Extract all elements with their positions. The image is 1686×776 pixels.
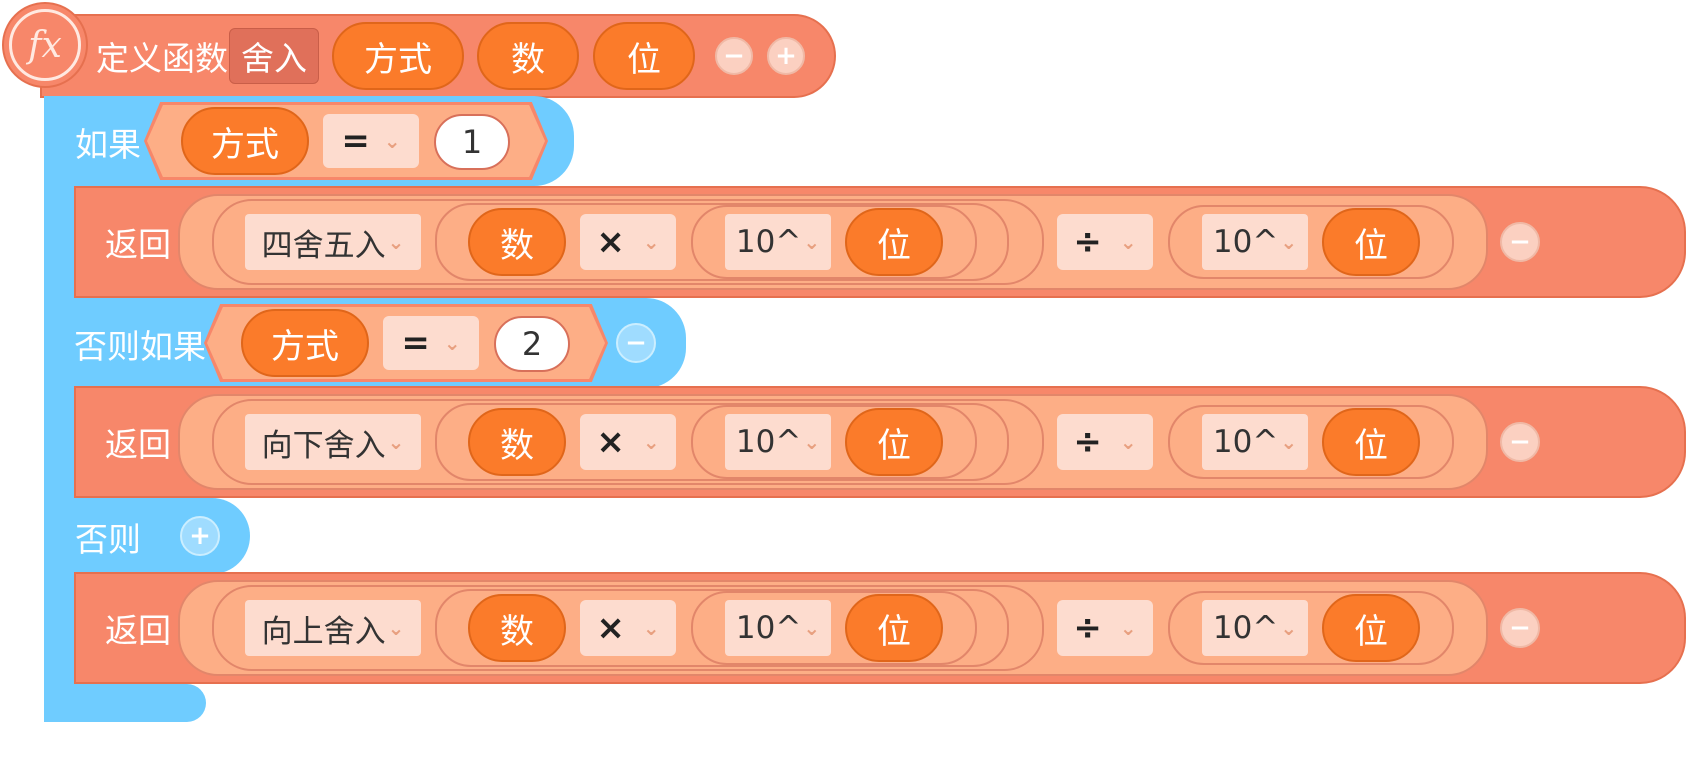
multiply-operator[interactable]: × ⌄ bbox=[580, 214, 676, 270]
else-label: 否则 bbox=[75, 520, 141, 559]
multiply-symbol: × bbox=[596, 422, 625, 462]
chevron-down-icon: ⌄ bbox=[1119, 430, 1137, 454]
return-label: 返回 bbox=[105, 225, 171, 264]
condition-1-value[interactable]: 1 bbox=[434, 114, 510, 170]
remove-return-button[interactable]: − bbox=[1500, 422, 1540, 462]
power-dropdown[interactable]: 10^ ⌄ bbox=[725, 414, 831, 470]
power-dropdown-2[interactable]: 10^ ⌄ bbox=[1202, 214, 1308, 270]
digits-variable[interactable]: 位 bbox=[845, 408, 943, 476]
condition-1-variable[interactable]: 方式 bbox=[181, 107, 309, 175]
power-label: 10^ bbox=[735, 424, 802, 460]
equals-symbol: = bbox=[401, 323, 430, 363]
condition-1-operator[interactable]: = ⌄ bbox=[323, 114, 419, 168]
add-param-button[interactable]: + bbox=[767, 37, 805, 75]
multiply-operator[interactable]: × ⌄ bbox=[580, 414, 676, 470]
if-label: 如果 bbox=[75, 125, 141, 164]
divide-symbol: ÷ bbox=[1073, 422, 1102, 462]
chevron-down-icon: ⌄ bbox=[1280, 430, 1298, 454]
power-label-2: 10^ bbox=[1212, 424, 1279, 460]
divide-operator[interactable]: ÷ ⌄ bbox=[1057, 214, 1153, 270]
define-function-label: 定义函数 bbox=[96, 39, 228, 78]
chevron-down-icon: ⌄ bbox=[803, 616, 821, 640]
chevron-down-icon: ⌄ bbox=[1280, 230, 1298, 254]
number-variable[interactable]: 数 bbox=[468, 208, 566, 276]
add-elseif-button[interactable]: + bbox=[180, 516, 220, 556]
power-dropdown[interactable]: 10^ ⌄ bbox=[725, 214, 831, 270]
fx-icon: fx bbox=[9, 9, 81, 81]
param-pill-digits[interactable]: 位 bbox=[593, 22, 695, 90]
divide-symbol: ÷ bbox=[1073, 608, 1102, 648]
param-pill-number[interactable]: 数 bbox=[477, 22, 579, 90]
chevron-down-icon: ⌄ bbox=[642, 430, 660, 454]
elseif-label: 否则如果 bbox=[74, 327, 206, 366]
remove-return-button[interactable]: − bbox=[1500, 608, 1540, 648]
chevron-down-icon: ⌄ bbox=[642, 230, 660, 254]
multiply-operator[interactable]: × ⌄ bbox=[580, 600, 676, 656]
power-label-2: 10^ bbox=[1212, 610, 1279, 646]
rounding-function-label: 向上舍入 bbox=[261, 613, 386, 650]
if-block-end-cap bbox=[44, 684, 206, 722]
param-pill-mode[interactable]: 方式 bbox=[332, 22, 464, 90]
digits-variable-2[interactable]: 位 bbox=[1322, 408, 1420, 476]
chevron-down-icon: ⌄ bbox=[387, 616, 405, 640]
power-dropdown-2[interactable]: 10^ ⌄ bbox=[1202, 600, 1308, 656]
digits-variable-2[interactable]: 位 bbox=[1322, 208, 1420, 276]
rounding-function-dropdown[interactable]: 向上舍入 ⌄ bbox=[245, 600, 421, 656]
chevron-down-icon: ⌄ bbox=[642, 616, 660, 640]
rounding-function-dropdown[interactable]: 四舍五入 ⌄ bbox=[245, 214, 421, 270]
digits-variable[interactable]: 位 bbox=[845, 208, 943, 276]
divide-operator[interactable]: ÷ ⌄ bbox=[1057, 414, 1153, 470]
chevron-down-icon: ⌄ bbox=[803, 430, 821, 454]
number-variable[interactable]: 数 bbox=[468, 594, 566, 662]
chevron-down-icon: ⌄ bbox=[383, 129, 401, 153]
multiply-symbol: × bbox=[596, 222, 625, 262]
condition-2-value[interactable]: 2 bbox=[494, 316, 570, 372]
chevron-down-icon: ⌄ bbox=[387, 430, 405, 454]
chevron-down-icon: ⌄ bbox=[803, 230, 821, 254]
remove-param-button[interactable]: − bbox=[715, 37, 753, 75]
digits-variable-2[interactable]: 位 bbox=[1322, 594, 1420, 662]
if-block-spine bbox=[44, 98, 76, 722]
power-label: 10^ bbox=[735, 224, 802, 260]
remove-elseif-button[interactable]: − bbox=[616, 323, 656, 363]
fx-badge: fx bbox=[2, 2, 88, 88]
rounding-function-label: 向下舍入 bbox=[261, 427, 386, 464]
rounding-function-label: 四舍五入 bbox=[261, 227, 386, 264]
remove-return-button[interactable]: − bbox=[1500, 222, 1540, 262]
number-variable[interactable]: 数 bbox=[468, 408, 566, 476]
condition-2-operator[interactable]: = ⌄ bbox=[383, 316, 479, 370]
chevron-down-icon: ⌄ bbox=[1280, 616, 1298, 640]
function-name-field[interactable]: 舍入 bbox=[229, 28, 319, 84]
divide-symbol: ÷ bbox=[1073, 222, 1102, 262]
chevron-down-icon: ⌄ bbox=[1119, 616, 1137, 640]
condition-2-variable[interactable]: 方式 bbox=[241, 309, 369, 377]
rounding-function-dropdown[interactable]: 向下舍入 ⌄ bbox=[245, 414, 421, 470]
chevron-down-icon: ⌄ bbox=[387, 230, 405, 254]
chevron-down-icon: ⌄ bbox=[1119, 230, 1137, 254]
power-dropdown[interactable]: 10^ ⌄ bbox=[725, 600, 831, 656]
digits-variable[interactable]: 位 bbox=[845, 594, 943, 662]
equals-symbol: = bbox=[341, 121, 370, 161]
multiply-symbol: × bbox=[596, 608, 625, 648]
power-dropdown-2[interactable]: 10^ ⌄ bbox=[1202, 414, 1308, 470]
return-label: 返回 bbox=[105, 611, 171, 650]
power-label: 10^ bbox=[735, 610, 802, 646]
power-label-2: 10^ bbox=[1212, 224, 1279, 260]
return-label: 返回 bbox=[105, 425, 171, 464]
divide-operator[interactable]: ÷ ⌄ bbox=[1057, 600, 1153, 656]
chevron-down-icon: ⌄ bbox=[443, 331, 461, 355]
